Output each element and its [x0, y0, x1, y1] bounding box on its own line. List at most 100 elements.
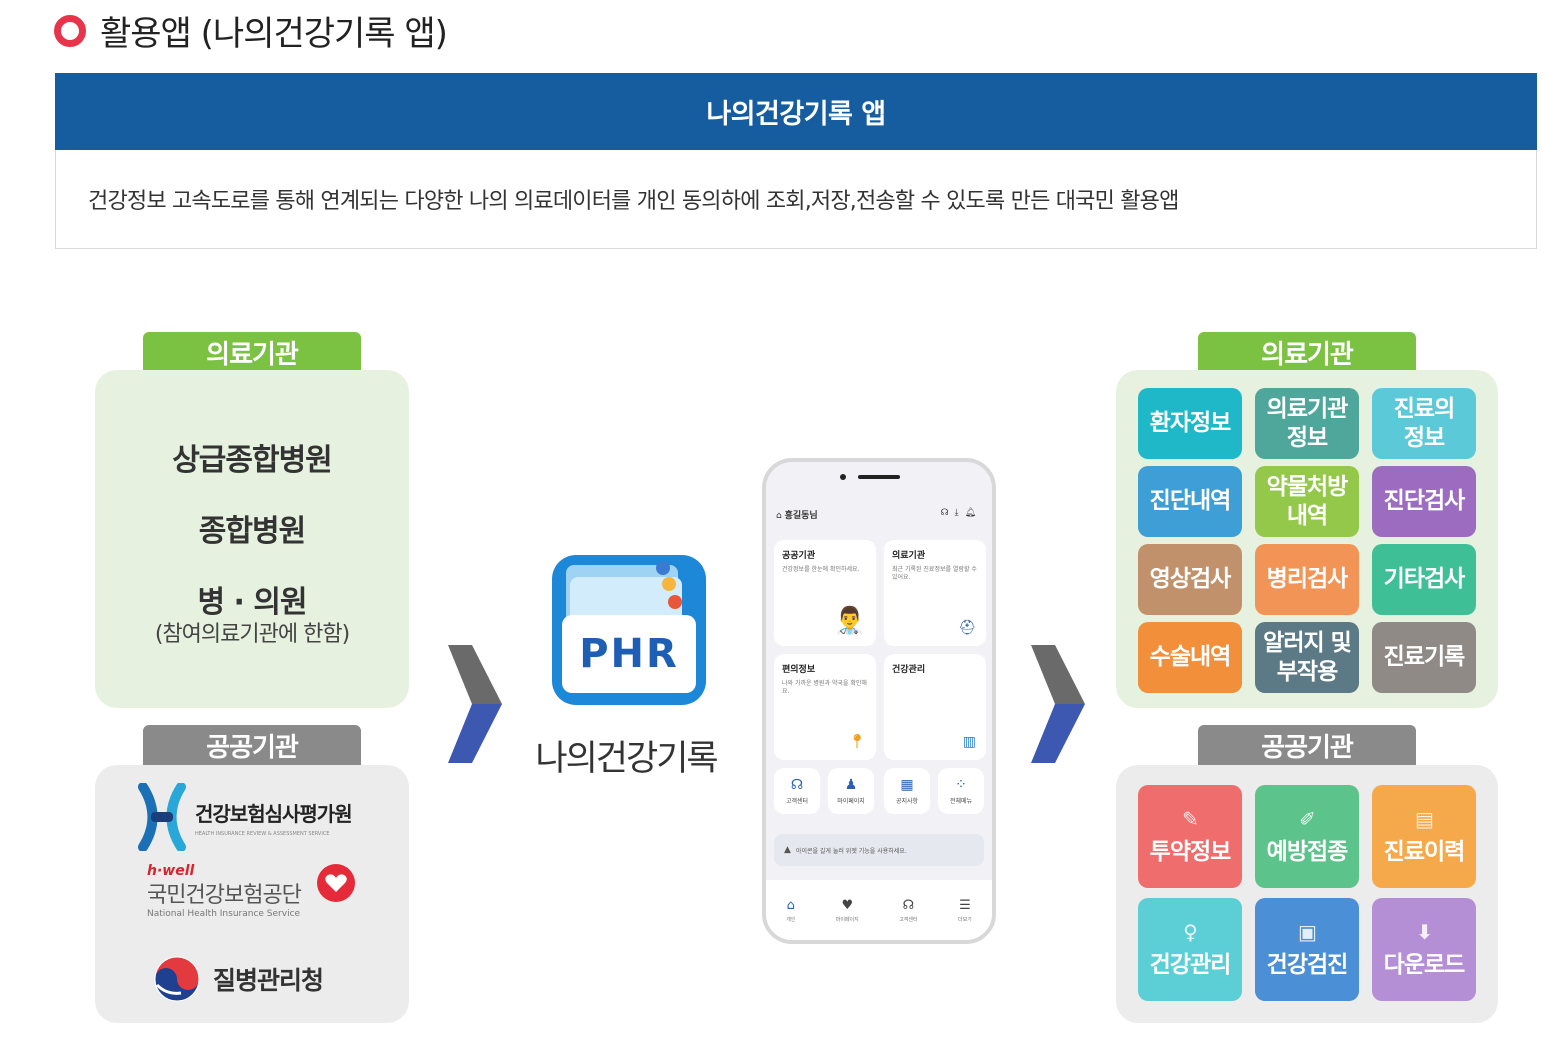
- nav-label: 개인: [786, 916, 796, 923]
- medical-item-label: 영상검사: [1149, 566, 1232, 593]
- arrow-right-icon: [448, 645, 502, 763]
- nav-more[interactable]: ☰ 더보기: [958, 898, 972, 923]
- phone-quick-notice[interactable]: ▦공지사항: [884, 768, 930, 814]
- public-item-label: 진료이력: [1383, 838, 1466, 865]
- doctor-icon: 👨‍⚕️: [833, 606, 866, 636]
- public-item[interactable]: ▤ 진료이력: [1372, 785, 1476, 888]
- public-item[interactable]: ✎ 투약정보: [1138, 785, 1242, 888]
- nhis-logo: h·well 국민건강보험공단 National Health Insuranc…: [147, 863, 302, 919]
- pill-icon: ✎: [1182, 806, 1199, 831]
- public-item[interactable]: ✐예방접종: [1255, 785, 1359, 888]
- phr-app-icon[interactable]: PHR: [552, 555, 706, 705]
- medical-item-label: 진단내역: [1149, 488, 1232, 515]
- phone-card-health[interactable]: 건강관리 ▥: [884, 654, 986, 760]
- nhis-name: 국민건강보험공단: [147, 883, 302, 908]
- public-item[interactable]: ⬇ 다운로드: [1372, 898, 1476, 1001]
- left-medical-panel: 상급종합병원 종합병원 병 · 의원 (참여의료기관에 한함): [95, 370, 409, 708]
- section-title: 활용앱 (나의건강기록 앱): [100, 14, 448, 54]
- medical-item-label: 의료기관: [1266, 395, 1349, 422]
- hira-name: 건강보험심사평가원: [195, 801, 353, 826]
- phone-card-desc: 나와 가까운 병원과 약국을 확인해요.: [782, 680, 867, 696]
- phone-card-desc: 최근 기록된 진료정보를 열람할 수 있어요.: [892, 566, 977, 582]
- bell-icon[interactable]: 🔔︎: [964, 508, 982, 518]
- menu-icon: ☰: [959, 897, 971, 913]
- left-medical-tab: 의료기관: [143, 332, 361, 372]
- phone-quick-menu[interactable]: ⁘ 전체메뉴: [938, 768, 984, 814]
- public-item[interactable]: ♀ 건강관리: [1138, 898, 1242, 1001]
- person-icon: ♀: [1183, 919, 1198, 944]
- phone-quick-support[interactable]: ☊고객센터: [774, 768, 820, 814]
- headset-nav-icon: ☊: [902, 897, 915, 913]
- medical-kit-icon: ▣: [1298, 919, 1317, 944]
- quick-label: 고객센터: [785, 798, 809, 805]
- phone-card-convenience[interactable]: 편의정보 나와 가까운 병원과 약국을 확인해요. 📍︎: [774, 654, 876, 760]
- phone-card-title: 편의정보: [782, 665, 816, 675]
- hospital-note: (참여의료기관에 한함): [154, 622, 350, 647]
- medical-item-label: 정보: [1403, 424, 1445, 451]
- right-public-tab: 공공기관: [1198, 725, 1416, 765]
- banner-title: 나의건강기록 앱: [55, 73, 1537, 150]
- grid-icon: ⁘: [955, 777, 967, 793]
- user-icon: ♟: [844, 777, 858, 793]
- medical-item-label: 병리검사: [1266, 566, 1349, 593]
- hira-x-icon: [138, 783, 186, 851]
- medical-item-label: 부작용: [1276, 658, 1338, 685]
- public-item-label: 건강관리: [1149, 951, 1232, 978]
- medical-item[interactable]: 영상검사: [1138, 544, 1242, 615]
- medical-item-label: 알러지 및: [1263, 629, 1352, 656]
- medical-item-label: 정보: [1286, 424, 1328, 451]
- quick-label: 전체메뉴: [949, 798, 973, 805]
- medical-item-label: 약물처방: [1266, 473, 1349, 500]
- hospital-tier-2: 종합병원: [198, 514, 306, 549]
- medical-item-label: 진료기록: [1383, 644, 1466, 671]
- public-data-grid: ✎ 투약정보 ✐예방접종 ▤ 진료이력 ♀ 건강관리 ▣ 건강검진 ⬇ 다운로드: [1138, 785, 1476, 1001]
- medical-item[interactable]: 기타검사: [1372, 544, 1476, 615]
- phone-quick-mypage[interactable]: ♟마이페이지: [828, 768, 874, 814]
- section-heading: 활용앱 (나의건강기록 앱): [54, 6, 448, 55]
- home-nav-icon: ⌂: [786, 897, 795, 913]
- medical-item[interactable]: 진료기록: [1372, 622, 1476, 693]
- hospital-tier-3: 병 · 의원: [197, 585, 307, 620]
- medical-item[interactable]: 진단내역: [1138, 466, 1242, 537]
- phone-card-title: 공공기관: [782, 551, 816, 561]
- medical-item[interactable]: 수술내역: [1138, 622, 1242, 693]
- nav-label: 마이페이지: [835, 916, 859, 923]
- headset-icon[interactable]: ☊: [940, 508, 955, 518]
- medical-item[interactable]: 환자정보: [1138, 388, 1242, 459]
- phone-card-medical[interactable]: 의료기관 최근 기록된 진료정보를 열람할 수 있어요. ⛑: [884, 540, 986, 646]
- nav-personal[interactable]: ⌂ 개인: [786, 898, 795, 923]
- hira-sub: HEALTH INSURANCE REVIEW & ASSESSMENT SER…: [195, 830, 330, 837]
- medical-item-label: 진단검사: [1383, 488, 1466, 515]
- phone-notice: ▲아이콘을 길게 눌러 위젯 기능을 사용하세요.: [774, 834, 984, 866]
- kdca-logo: 질병관리청: [153, 955, 324, 1003]
- nhis-sub: National Health Insurance Service: [147, 909, 301, 919]
- public-item-label: 다운로드: [1383, 951, 1466, 978]
- medical-item[interactable]: 병리검사: [1255, 544, 1359, 615]
- phone-card-public[interactable]: 공공기관 건강정보를 한눈에 확인하세요. 👨‍⚕️: [774, 540, 876, 646]
- clipboard-icon: ▤: [1415, 806, 1434, 831]
- quick-label: 공지사항: [895, 798, 919, 805]
- medical-item[interactable]: 진단검사: [1372, 466, 1476, 537]
- phone-header: ⌂ 홍길동님 ☊⤓🔔︎: [776, 508, 982, 521]
- nhis-brand: h·well: [147, 863, 195, 879]
- home-icon[interactable]: ⌂: [776, 511, 782, 521]
- medical-item-label: 환자정보: [1149, 410, 1232, 437]
- nav-support[interactable]: ☊ 고객센터: [899, 898, 917, 923]
- public-item-label: 투약정보: [1149, 838, 1232, 865]
- nav-mypage[interactable]: ♥마이페이지: [836, 898, 859, 923]
- download-small-icon[interactable]: ⤓: [954, 508, 965, 518]
- medical-item-label: 진료의: [1393, 395, 1455, 422]
- left-public-panel: 건강보험심사평가원 HEALTH INSURANCE REVIEW & ASSE…: [95, 765, 409, 1023]
- public-item[interactable]: ▣ 건강검진: [1255, 898, 1359, 1001]
- hospital-tier-1: 상급종합병원: [172, 443, 333, 478]
- kdca-name: 질병관리청: [213, 966, 324, 995]
- nav-label: 고객센터: [899, 916, 918, 923]
- download-icon: ⬇: [1416, 919, 1433, 944]
- public-item-label: 건강검진: [1266, 951, 1349, 978]
- nav-label: 더보기: [957, 916, 972, 923]
- notice-text: 아이콘을 길게 눌러 위젯 기능을 사용하세요.: [795, 847, 907, 855]
